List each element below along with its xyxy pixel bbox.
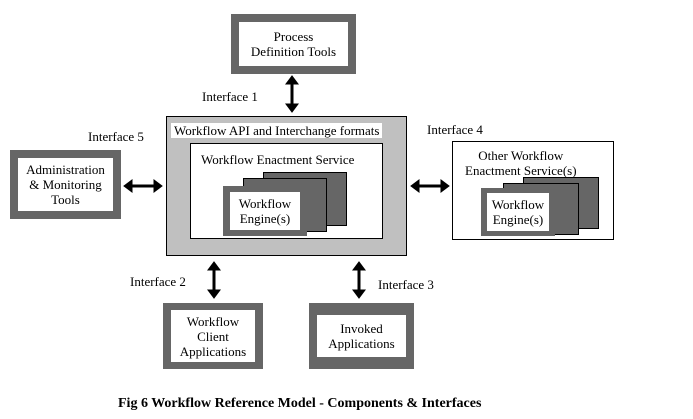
interface-5-label: Interface 5 <box>88 129 144 144</box>
interface-1-arrow <box>285 75 299 113</box>
interface-4-label: Interface 4 <box>427 122 483 137</box>
interface-2-label: Interface 2 <box>130 274 186 289</box>
interface-1-label: Interface 1 <box>202 89 258 104</box>
other-enactment-service-label: Other Workflow Enactment Service(s) <box>465 148 577 178</box>
interface-2-arrow <box>207 261 221 299</box>
invoked-applications-box: Invoked Applications <box>309 303 414 369</box>
workflow-engine-box: Workflow Engine(s) <box>223 186 307 236</box>
interface-3-arrow <box>352 261 366 299</box>
workflow-engine-label: Workflow Engine(s) <box>230 192 300 230</box>
invoked-applications-label: Invoked Applications <box>317 315 406 357</box>
enactment-service-box: Workflow Enactment Service Workflow Engi… <box>190 143 383 239</box>
other-workflow-engine-box: Workflow Engine(s) <box>481 188 555 236</box>
workflow-api-box: Workflow API and Interchange formats Wor… <box>166 116 407 256</box>
interface-5-arrow <box>123 179 163 193</box>
admin-monitoring-tools-box: Administration & Monitoring Tools <box>10 150 121 219</box>
workflow-api-label: Workflow API and Interchange formats <box>171 123 383 138</box>
interface-3-label: Interface 3 <box>378 277 434 292</box>
interface-4-arrow <box>410 179 450 193</box>
other-enactment-service-box: Other Workflow Enactment Service(s) Work… <box>452 141 614 240</box>
process-definition-tools-label: Process Definition Tools <box>239 22 348 66</box>
admin-monitoring-tools-label: Administration & Monitoring Tools <box>18 158 113 211</box>
other-workflow-engine-label: Workflow Engine(s) <box>487 193 549 231</box>
figure-caption: Fig 6 Workflow Reference Model - Compone… <box>118 396 482 411</box>
workflow-client-applications-label: Workflow Client Applications <box>171 310 255 362</box>
process-definition-tools-box: Process Definition Tools <box>231 14 356 74</box>
workflow-client-applications-box: Workflow Client Applications <box>163 303 263 369</box>
enactment-service-label: Workflow Enactment Service <box>201 152 355 167</box>
